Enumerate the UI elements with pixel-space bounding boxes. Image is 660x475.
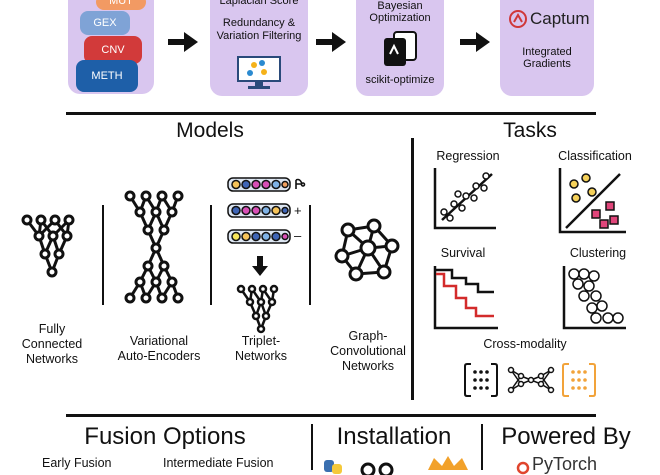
fs-line1: Laplacian Score	[219, 0, 299, 7]
triplet-label-line2: Networks	[234, 349, 288, 363]
fc-label-line2: Connected	[21, 337, 83, 351]
classification-label: Classification	[558, 149, 632, 163]
intermediate-fusion-label: Intermediate Fusion	[163, 456, 274, 470]
installation-heading: Installation	[336, 423, 452, 450]
triplet-embeddings-icon	[227, 177, 306, 244]
regression-plot-icon	[433, 168, 496, 230]
omic-cnv: CNV	[84, 36, 142, 64]
vae-label-line2: Auto-Encoders	[117, 349, 201, 363]
powered-by-heading: Powered By	[501, 423, 631, 450]
hpo-line2: Optimization	[369, 12, 431, 24]
conda-logo-icon	[360, 462, 394, 475]
arrow-right-icon	[460, 32, 490, 52]
pytorch-label: PyTorch	[532, 454, 598, 474]
gcn-label-line2: Convolutional	[330, 344, 406, 358]
docker-logo-icon	[428, 456, 468, 470]
divider-models-tasks	[411, 138, 414, 400]
cross-modality-label: Cross-modality	[483, 337, 567, 351]
fs-line2: Redundancy &	[222, 17, 296, 29]
omic-meth: METH	[76, 60, 138, 92]
clustering-plot-icon	[562, 266, 626, 330]
triplet-negative-sign: –	[294, 228, 302, 243]
survival-curve-icon	[433, 266, 498, 330]
omic-gex: GEX	[80, 11, 130, 35]
arrow-right-icon	[168, 32, 198, 52]
explain-panel	[500, 0, 594, 96]
cross-modality-icon	[464, 363, 596, 397]
survival-label: Survival	[440, 246, 486, 260]
arrow-right-icon	[316, 32, 346, 52]
arrow-down-icon	[252, 256, 268, 276]
fc-label-line1: Fully	[38, 322, 66, 336]
gcn-label-line1: Graph-	[348, 329, 388, 343]
pytorch-logo-icon	[516, 461, 530, 475]
regression-label: Regression	[436, 149, 500, 163]
captum-label: Captum	[530, 9, 590, 28]
hpo-line1: Bayesian	[377, 0, 423, 12]
models-heading: Models	[176, 119, 244, 142]
early-fusion-label: Early Fusion	[42, 456, 112, 470]
tasks-heading: Tasks	[503, 119, 557, 142]
divider-bottom	[66, 414, 596, 417]
monitor-icon	[237, 56, 281, 89]
fc-label-line3: Networks	[25, 352, 79, 366]
explain-line2: Gradients	[523, 58, 571, 70]
divider-install-powered	[481, 424, 483, 470]
divider-fusion-install	[311, 424, 313, 470]
python-logo-icon	[324, 460, 342, 474]
fs-line3: Variation Filtering	[216, 30, 302, 42]
triplet-label-line1: Triplet-	[241, 334, 281, 348]
hpo-tool: scikit-optimize	[365, 74, 435, 86]
fusion-heading: Fusion Options	[84, 423, 246, 450]
graph-network-icon	[334, 218, 400, 282]
triplet-positive-sign: +	[294, 203, 302, 218]
models-separator-2	[210, 205, 212, 305]
omic-mut: MUT	[96, 0, 146, 10]
models-separator-1	[102, 205, 104, 305]
explain-line1: Integrated	[522, 46, 572, 58]
fully-connected-network-icon	[21, 214, 75, 278]
clustering-label: Clustering	[569, 246, 627, 260]
hyperparameter-icon	[384, 31, 417, 66]
divider-top	[66, 112, 596, 115]
captum-logo-icon	[509, 10, 527, 28]
triplet-network-icon	[236, 284, 279, 334]
models-separator-3	[309, 205, 311, 305]
classification-plot-icon	[558, 168, 626, 234]
variational-autoencoder-icon	[124, 190, 184, 304]
gcn-label-line3: Networks	[341, 359, 395, 373]
vae-label-line1: Variational	[129, 334, 189, 348]
